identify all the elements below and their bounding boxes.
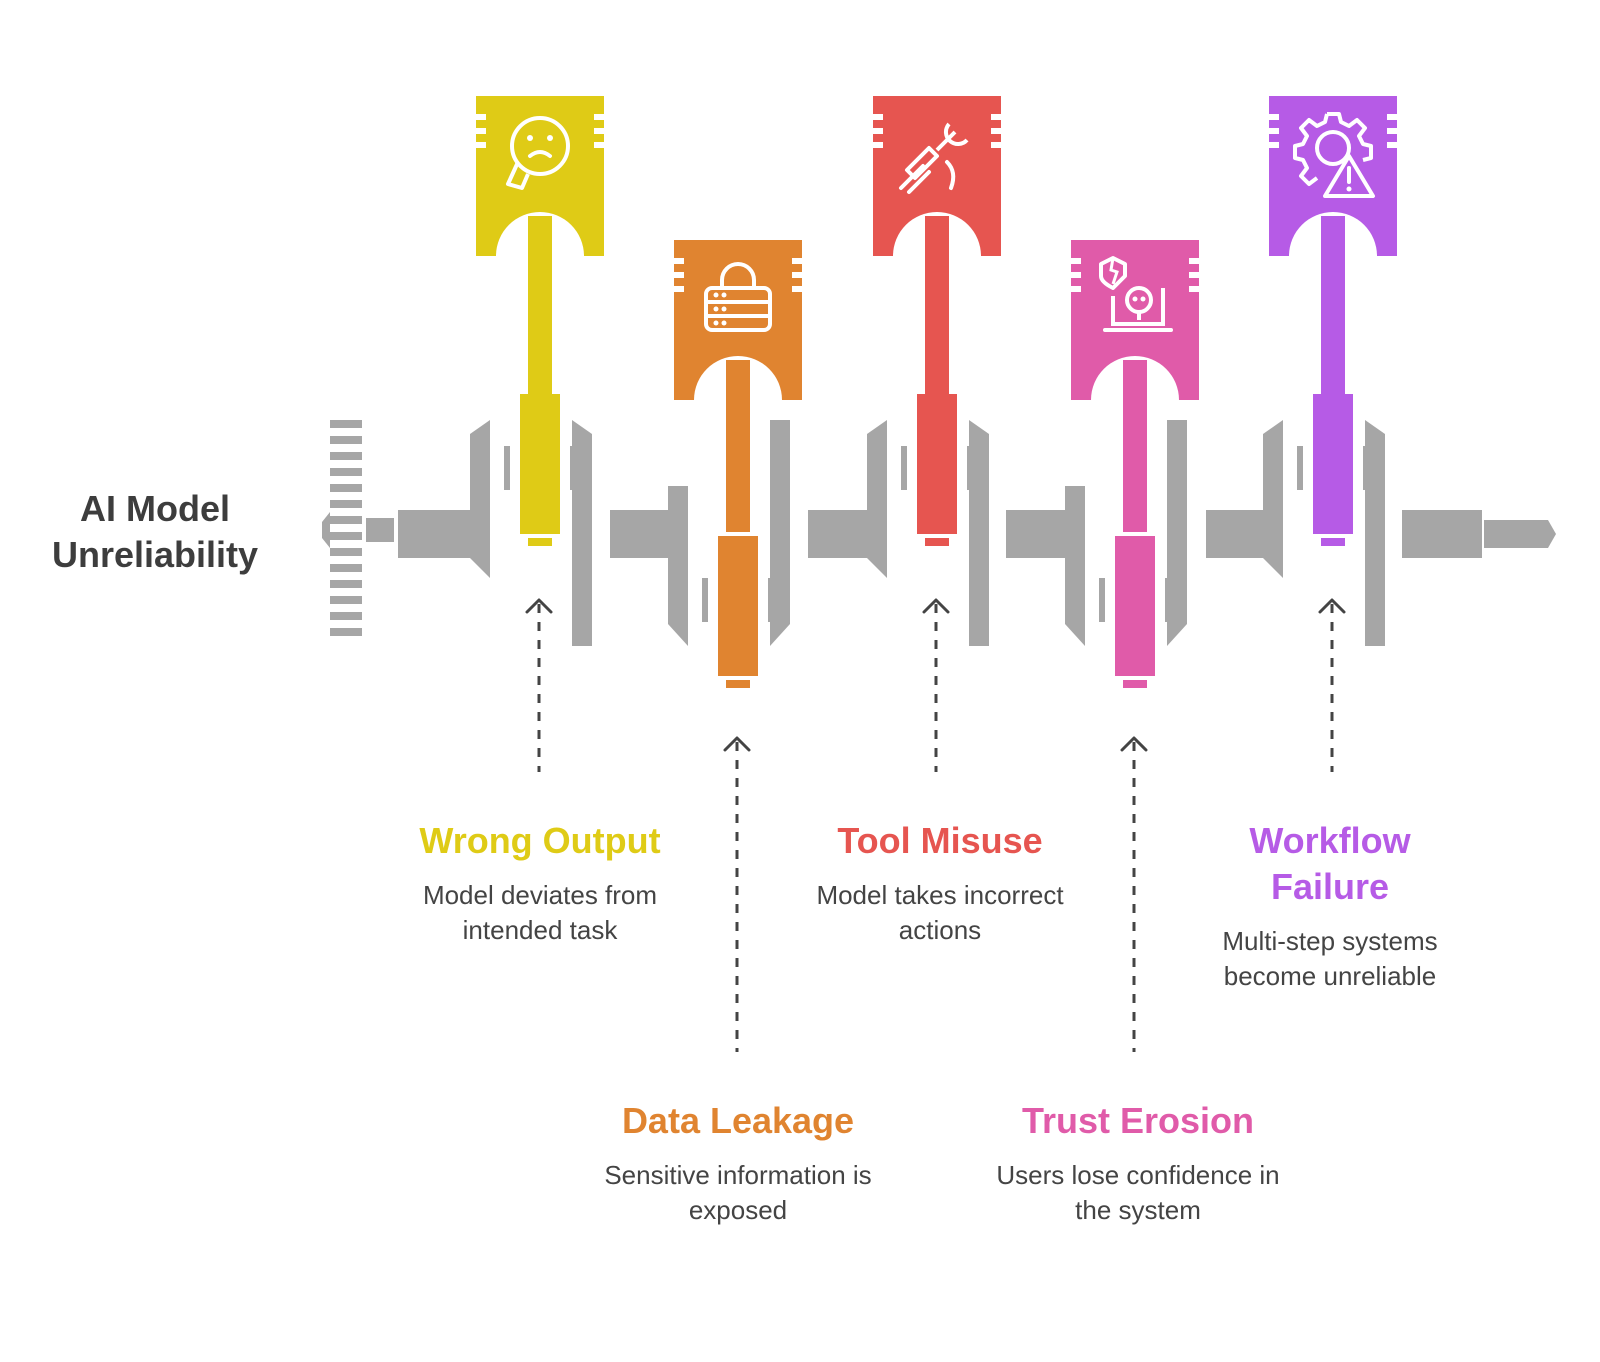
- arrow-data-leakage: [723, 736, 751, 1052]
- broken-shield-skull-laptop-icon: [1099, 256, 1173, 332]
- arrow-tool-misuse: [922, 598, 950, 772]
- arrows: [525, 598, 1346, 1052]
- confused-face-icon: [506, 116, 570, 190]
- item-title: Tool Misuse: [837, 820, 1043, 861]
- piston-tool-misuse: [867, 96, 1001, 646]
- locked-database-icon: [704, 262, 772, 332]
- label-trust-erosion: Trust Erosion Users lose confidence in t…: [988, 1098, 1288, 1228]
- item-description: Users lose confidence in the system: [996, 1160, 1280, 1225]
- hand-wrench-icon: [899, 122, 969, 194]
- item-description: Model deviates from intended task: [422, 880, 658, 945]
- diagram-title: AI Model Unreliability: [51, 488, 259, 575]
- gear-warning-icon: [1293, 112, 1375, 198]
- arrow-wrong-output: [525, 598, 553, 772]
- item-title: Wrong Output: [419, 820, 661, 861]
- gear-teeth: [330, 420, 362, 636]
- shaft-nose: [322, 512, 330, 548]
- shaft-collar: [366, 518, 394, 542]
- label-wrong-output: Wrong Output Model deviates from intende…: [390, 818, 690, 948]
- arrow-trust-erosion: [1120, 736, 1148, 1052]
- crankshaft: [322, 420, 1556, 636]
- piston-workflow-failure: [1263, 96, 1397, 646]
- item-title: Trust Erosion: [1021, 1100, 1255, 1141]
- item-title: Data Leakage: [621, 1100, 855, 1141]
- label-workflow-failure: Workflow Failure Multi-step systems beco…: [1185, 818, 1475, 994]
- item-description: Multi-step systems become unreliable: [1222, 926, 1438, 991]
- shaft-end: [1484, 520, 1556, 548]
- item-description: Model takes incorrect actions: [816, 880, 1064, 945]
- item-title: Workflow Failure: [1249, 820, 1411, 907]
- piston-wrong-output: [470, 96, 604, 646]
- pistons: [470, 96, 1397, 688]
- item-description: Sensitive information is exposed: [604, 1160, 872, 1225]
- piston-trust-erosion: [1065, 240, 1199, 688]
- arrow-workflow-failure: [1318, 598, 1346, 772]
- piston-data-leakage: [668, 240, 802, 688]
- label-data-leakage: Data Leakage Sensitive information is ex…: [588, 1098, 888, 1228]
- label-tool-misuse: Tool Misuse Model takes incorrect action…: [790, 818, 1090, 948]
